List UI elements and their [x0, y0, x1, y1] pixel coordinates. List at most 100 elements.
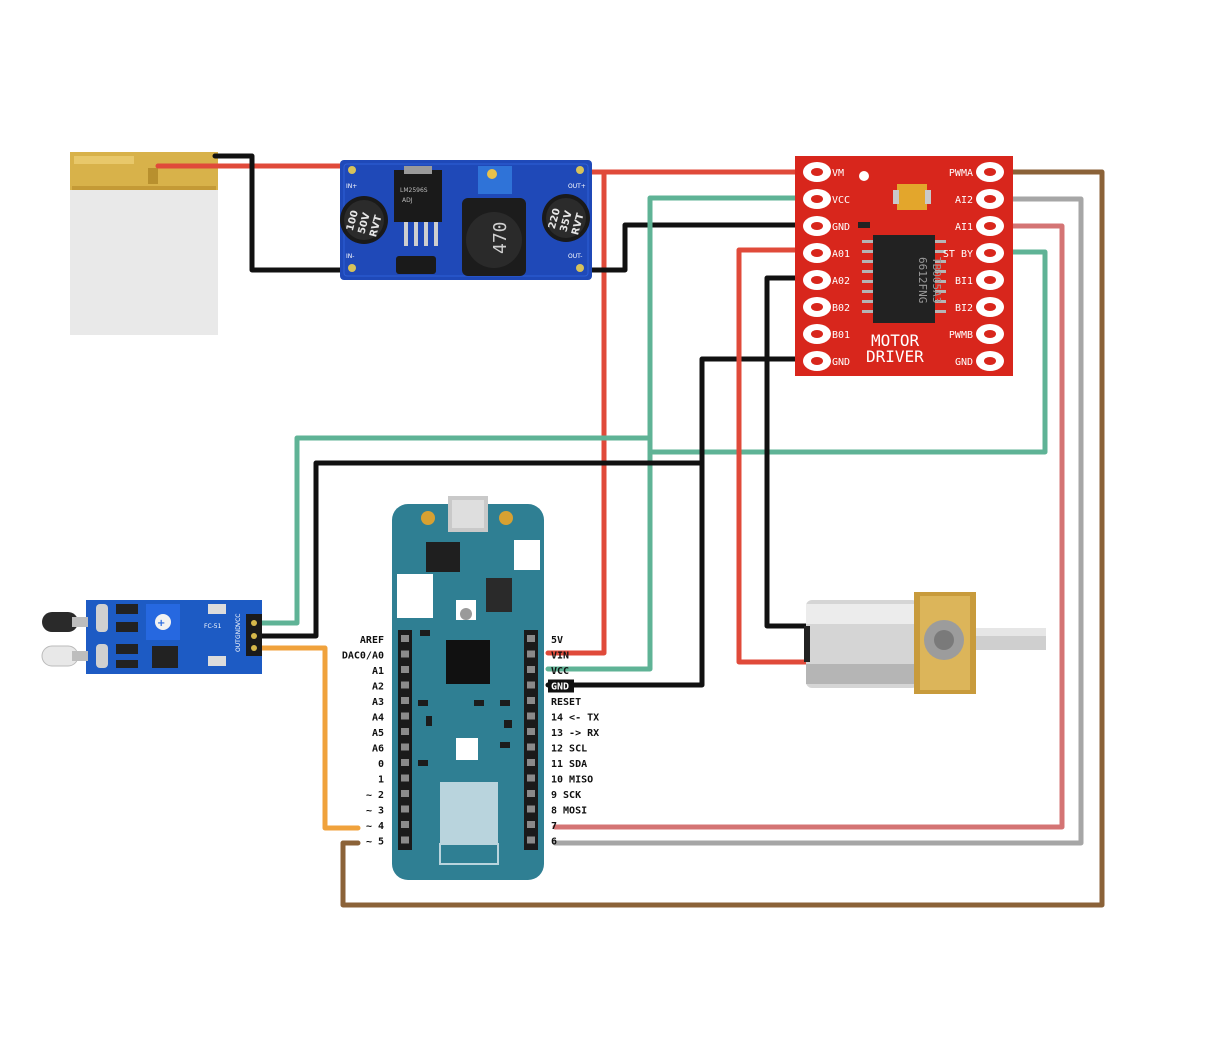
driver-right-pin-label: AI2: [955, 195, 973, 206]
header-pin-right: [527, 728, 535, 735]
arduino-right-label: 5V: [551, 635, 563, 646]
arduino-right-label: 6: [551, 837, 557, 848]
wire-buck-out-minus: [577, 222, 823, 273]
driver-chip-line1: TB005A3: [930, 257, 943, 303]
arduino-right-label: GND: [551, 682, 569, 693]
arduino-left-label: ~ 3: [366, 806, 384, 817]
wire-vcc: [545, 195, 823, 672]
driver-right-pin-label: GND: [955, 357, 973, 368]
ir-sensor-icon: + FC-51 VCC GND OUT: [41, 600, 262, 674]
arduino-right-label: VCC: [551, 666, 569, 677]
driver-left-pin-label: A01: [832, 249, 850, 260]
header-pin-right: [527, 774, 535, 782]
svg-text:470: 470: [490, 221, 511, 254]
potentiometer: [478, 166, 512, 194]
ir-pin-out: OUT: [235, 639, 242, 652]
svg-text:35V: 35V: [559, 209, 575, 233]
regulator-chip: LM2596S ADJ: [394, 166, 442, 274]
header-pin-left: [401, 805, 409, 813]
driver-pad-hole: [984, 330, 996, 338]
wire-ir-vcc-stby: [259, 249, 1048, 626]
header-pin-left: [401, 697, 409, 704]
driver-pad-hole: [984, 222, 996, 230]
arduino-right-label: RESET: [551, 697, 581, 708]
wire-motor-a02: [764, 275, 823, 629]
svg-text:50V: 50V: [357, 211, 373, 235]
buck-out-minus-label: OUT-: [568, 253, 582, 260]
arduino-board-icon: [392, 496, 544, 880]
wires: [155, 153, 1105, 908]
driver-pad-hole: [984, 303, 996, 311]
header-pin-right: [527, 759, 535, 766]
header-pin-left: [401, 774, 409, 782]
buck-in-plus-label: IN+: [346, 183, 357, 190]
arduino-left-label: A1: [372, 666, 384, 677]
header-pin-right: [527, 635, 535, 642]
arduino-right-label: 10 MISO: [551, 775, 593, 786]
gear-motor-icon: [804, 592, 1046, 694]
arduino-right-label: 8 MOSI: [551, 806, 587, 817]
arduino-left-label: 1: [378, 775, 384, 786]
arduino-right-label: 13 -> RX: [551, 728, 599, 739]
svg-text:+: +: [157, 618, 165, 629]
arduino-left-label: AREF: [360, 635, 384, 646]
arduino-left-label: ~ 4: [366, 821, 384, 832]
wire-gnd-arduino: [545, 356, 823, 688]
ir-pin-vcc: VCC: [235, 614, 242, 626]
driver-right-pin-label: BI2: [955, 303, 973, 314]
driver-right-pin-label: AI1: [955, 222, 973, 233]
buck-in-minus-label: IN-: [346, 253, 354, 260]
header-pin-left: [401, 759, 409, 766]
header-pin-right: [527, 743, 535, 751]
arduino-left-label: 0: [378, 759, 384, 770]
header-pin-right: [527, 805, 535, 813]
arduino-right-label: 7: [551, 821, 557, 832]
motor-driver-icon: TB005A3 6612FNG MOTOR DRIVER VMVCCGNDA01…: [795, 156, 1013, 376]
arduino-header-pins: [401, 635, 535, 844]
arduino-left-label: A6: [372, 744, 384, 755]
header-pin-right: [527, 821, 535, 828]
header-pin-left: [401, 712, 409, 720]
driver-title-line1: MOTOR: [871, 331, 920, 350]
driver-right-pin-label: BI1: [955, 276, 973, 287]
svg-text:ADJ: ADJ: [402, 197, 413, 204]
driver-left-pin-label: GND: [832, 357, 850, 368]
buck-converter-icon: IN+ IN- OUT+ OUT- 100 50V RVT LM2596S AD…: [340, 160, 592, 280]
capacitor-left: 100 50V RVT: [340, 196, 388, 244]
driver-chip-line2: 6612FNG: [916, 257, 929, 303]
svg-text:LM2596S: LM2596S: [400, 187, 428, 194]
arduino-right-label: 11 SDA: [551, 759, 587, 770]
driver-pad-hole: [811, 222, 823, 230]
arduino-right-label: 12 SCL: [551, 744, 587, 755]
driver-right-pin-label: ST BY: [943, 249, 973, 260]
driver-title-line2: DRIVER: [866, 347, 924, 366]
header-pin-left: [401, 666, 409, 673]
driver-pad-hole: [811, 303, 823, 311]
driver-pad-hole: [811, 276, 823, 284]
header-pin-right: [527, 681, 535, 689]
driver-pad-hole: [811, 249, 823, 257]
arduino-left-label: DAC0/A0: [342, 651, 384, 662]
header-pin-left: [401, 635, 409, 642]
driver-pad-hole: [811, 330, 823, 338]
driver-left-pin-label: B01: [832, 330, 850, 341]
header-pin-left: [401, 681, 409, 689]
arduino-right-label: 9 SCK: [551, 790, 581, 801]
arduino-right-label: VIN: [551, 651, 569, 662]
wire-ai2: [552, 196, 1084, 846]
header-pin-right: [527, 650, 535, 658]
wire-battery-minus: [212, 153, 348, 273]
battery-icon: [70, 152, 218, 335]
arduino-left-label: ~ 2: [366, 790, 384, 801]
header-pin-right: [527, 666, 535, 673]
arduino-left-label: A3: [372, 697, 384, 708]
driver-right-pin-label: PWMA: [949, 168, 973, 179]
header-pin-right: [527, 712, 535, 720]
ir-model: FC-51: [204, 623, 222, 630]
driver-left-pin-label: A02: [832, 276, 850, 287]
header-pin-right: [527, 697, 535, 704]
